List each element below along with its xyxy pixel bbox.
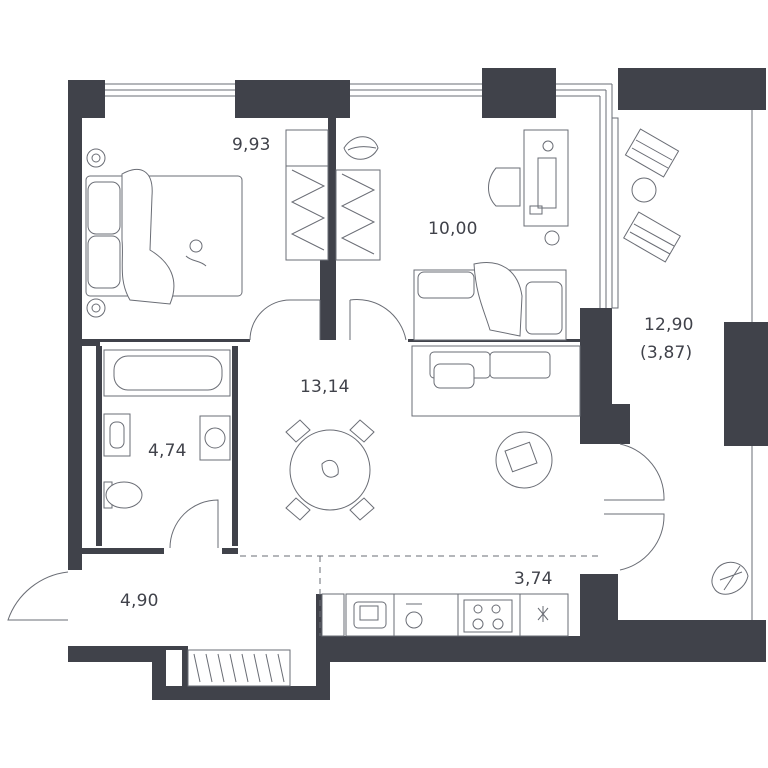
wardrobe-icon	[187, 649, 291, 687]
dishwasher-icon	[405, 603, 423, 629]
sofa-icon	[411, 345, 581, 417]
chair-icon	[488, 167, 521, 207]
bed-icon	[413, 262, 567, 341]
bathtub-icon	[103, 349, 231, 397]
area-kitchen-zone: 3,74	[514, 569, 553, 589]
plant-icon	[711, 561, 749, 595]
lounge-chair-icon	[623, 128, 681, 263]
sink-icon	[353, 601, 387, 629]
fridge-icon	[537, 606, 549, 622]
bed-icon	[85, 169, 243, 305]
wardrobe-icon	[285, 129, 381, 261]
walls	[68, 68, 768, 700]
rug-icon	[495, 431, 553, 489]
area-study-bedroom: 10,00	[428, 219, 478, 239]
stove-icon	[463, 599, 513, 633]
desk-icon	[523, 129, 569, 227]
dining-table-icon	[285, 419, 375, 521]
washing-machine-icon	[199, 415, 231, 461]
door-swings	[7, 299, 665, 621]
area-loggia: 12,90	[644, 315, 694, 335]
plant-icon	[86, 148, 106, 318]
sink-icon	[103, 413, 131, 457]
area-living-kitchen: 13,14	[300, 377, 350, 397]
area-bathroom: 4,74	[148, 441, 187, 461]
area-hallway: 4,90	[120, 591, 159, 611]
area-bedroom: 9,93	[232, 135, 271, 155]
ball-icon	[544, 230, 560, 246]
area-loggia-reduced: (3,87)	[640, 343, 692, 363]
toilet-icon	[103, 481, 143, 509]
plant-icon	[343, 136, 379, 160]
